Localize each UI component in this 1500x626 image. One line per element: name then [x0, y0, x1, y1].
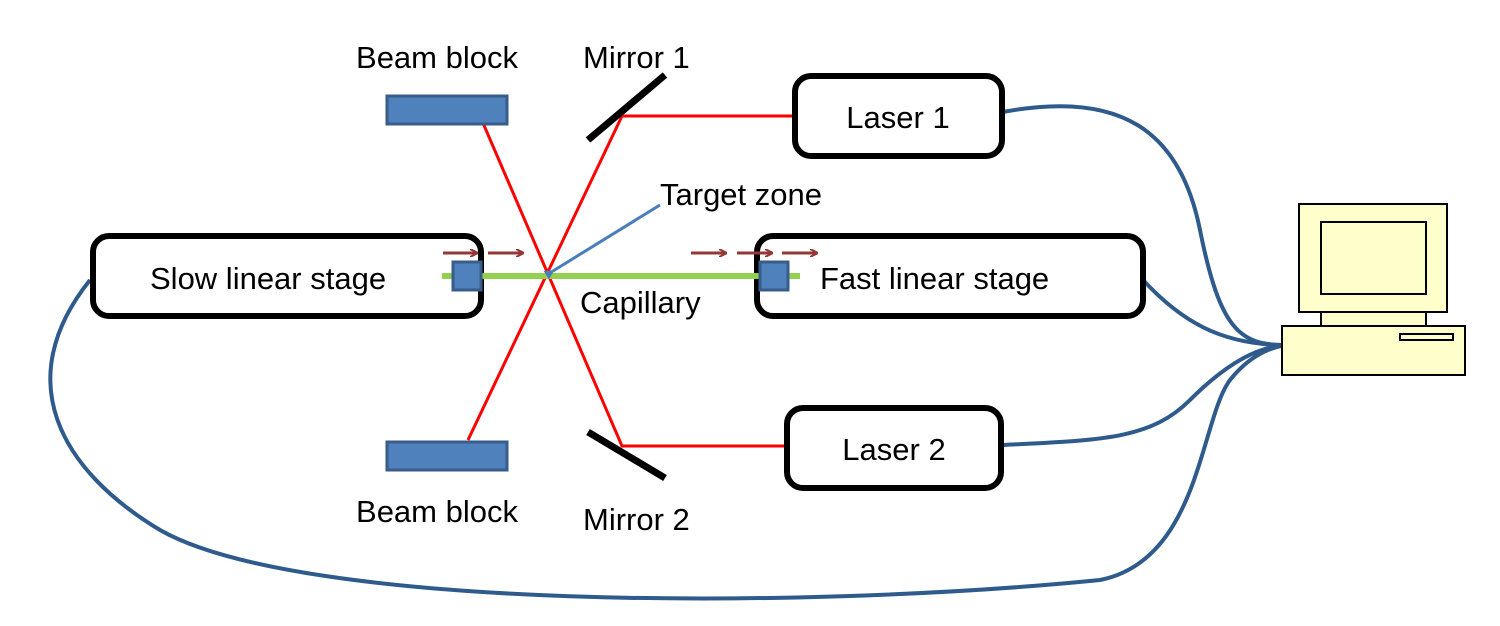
laser-2-box	[784, 405, 1004, 491]
cable-laser1-computer	[1002, 104, 1286, 347]
capillary-holder-slow	[451, 260, 483, 292]
mirror-1	[585, 72, 668, 143]
mirror-2-label: Mirror 2	[583, 502, 690, 537]
laser-beam-2	[481, 122, 785, 448]
target-zone-label: Target zone	[660, 177, 822, 212]
laser-1-box	[792, 73, 1005, 159]
cable-slow-stage-computer	[48, 278, 1286, 601]
beam-block-top-label: Beam block	[356, 40, 518, 75]
capillary-label: Capillary	[580, 285, 701, 320]
cable-fast-stage-computer	[1141, 278, 1286, 347]
slow-stage-label: Slow linear stage	[150, 261, 386, 296]
computer-icon	[1281, 203, 1466, 376]
fast-stage-label: Fast linear stage	[820, 261, 1049, 296]
mirror-1-label: Mirror 1	[583, 40, 690, 75]
laser-2-label: Laser 2	[842, 432, 945, 467]
mirror-2	[586, 428, 667, 482]
beam-block-bottom-label: Beam block	[356, 494, 518, 529]
beam-block-top	[385, 94, 509, 126]
beam-block-bottom	[385, 440, 509, 472]
laser-beam-1	[466, 114, 795, 441]
cable-laser2-computer	[1002, 343, 1286, 447]
capillary-holder-fast	[758, 260, 790, 292]
laser-1-label: Laser 1	[846, 100, 949, 135]
target-zone-pointer	[543, 203, 661, 280]
